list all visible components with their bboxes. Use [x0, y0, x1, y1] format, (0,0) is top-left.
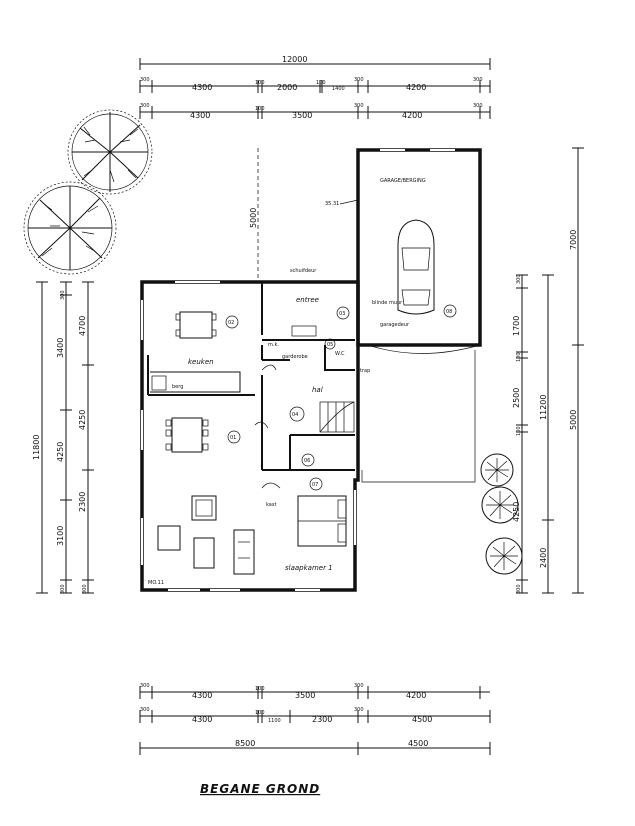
dim-right-r3-0: 11200: [539, 395, 548, 420]
note-schuif: schuifdeur: [290, 268, 317, 274]
dim-right-r2-6: 300: [516, 584, 522, 594]
dim-bottom-r1-0: 300: [140, 683, 150, 689]
tree-symbol-small-3: [485, 537, 523, 575]
dim-left-r2-3: 300: [82, 584, 88, 594]
dim-right-r3-1: 2400: [539, 548, 548, 568]
dim-top-r1-1: 4300: [192, 83, 212, 92]
dim-right-r2-4: 100: [516, 426, 522, 436]
dim-top-r2-5: 4200: [402, 111, 422, 120]
tree-symbol-small-2: [481, 486, 519, 524]
dim-left-r2-0: 4700: [78, 316, 87, 336]
dim-top-r2-3: 3500: [292, 111, 312, 120]
tree-symbol-large-2: [23, 181, 117, 275]
room-number-woonkamer: 01: [230, 435, 236, 441]
garage-door-label: garagedeur: [380, 322, 410, 328]
dim-top-r2-1: 4300: [190, 111, 210, 120]
wc-label: W.C: [335, 351, 345, 357]
dim-bottom-r1-2: 100: [255, 686, 265, 692]
dim-top-r1-4: 100: [316, 80, 326, 86]
dim-right-r1-0: 7000: [569, 230, 578, 250]
dim-left-r1-3: 3100: [56, 526, 65, 546]
woonkamer: 01 MO.11: [148, 417, 255, 586]
dim-left-r2-2: 2300: [78, 492, 87, 512]
dim-left-r1-2: 4250: [56, 442, 65, 462]
garage-berging: GARAGE/BERGING 08 garagedeur: [356, 148, 482, 354]
dim-bottom-r2-6: 4500: [412, 715, 432, 724]
interior-walls: [147, 282, 355, 471]
dim-bottom-r1-3: 3500: [295, 691, 315, 700]
keuken-note: berg: [172, 384, 183, 390]
dim-bottom-r2-3: 1100: [268, 718, 281, 724]
entree-hal: entree 03 garderobe hal 04 W.C 05 m.k. t…: [254, 268, 403, 467]
room-number-wc: 05: [327, 342, 333, 348]
kast-label: kast: [266, 502, 276, 508]
dim-garage-depth: 5000: [249, 208, 258, 228]
room-number-keuken: 02: [228, 320, 234, 326]
dim-bottom-r1-1: 4300: [192, 691, 212, 700]
dim-bottom-r2-0: 300: [140, 707, 150, 713]
dim-bottom-r1-4: 300: [354, 683, 364, 689]
dim-top-r1-3: 2000: [277, 83, 297, 92]
right-dimension-lines: 7000 5000 300 1700 100 2500 100 4250 300…: [512, 147, 584, 594]
dim-top-r1-2: 100: [255, 80, 265, 86]
keuken-label: keuken: [188, 358, 214, 366]
dim-top-r1-7: 4200: [406, 83, 426, 92]
dim-bottom-r2-4: 2300: [312, 715, 332, 724]
dim-left-r1-1: 3400: [56, 338, 65, 358]
note-3531: 35.31: [325, 201, 339, 207]
dim-top-r2-4: 300: [354, 103, 364, 109]
tree-symbol-small-1: [480, 453, 514, 487]
garderobe-label: garderobe: [282, 354, 308, 360]
drawing-title: BEGANE GROND: [200, 782, 320, 796]
note-blind: blinde muur: [372, 300, 403, 306]
garage-label: GARAGE/BERGING: [380, 178, 426, 184]
stair-symbol: [319, 401, 355, 433]
dim-bottom-r3-0: 8500: [235, 739, 255, 748]
dim-left-r1-4: 300: [60, 584, 66, 594]
dim-top-r2-6: 300: [473, 103, 483, 109]
room-number-hal: 04: [292, 412, 298, 418]
room-number-slaapkamer: 07: [312, 482, 318, 488]
dim-bottom-r1-5: 4200: [406, 691, 426, 700]
dim-left-r2-1: 4250: [78, 410, 87, 430]
dim-right-r2-5: 4250: [512, 502, 521, 522]
hal-label: hal: [312, 386, 323, 394]
entree-label: entree: [296, 296, 319, 304]
mk-label: m.k.: [268, 342, 279, 348]
dim-bottom-r3-1: 4500: [408, 739, 428, 748]
room-number-berging: 06: [304, 458, 310, 464]
dim-right-r2-2: 100: [516, 352, 522, 362]
trap-label: trap: [360, 368, 370, 374]
tree-symbol-large-1: [67, 109, 153, 195]
note-mo11: MO.11: [148, 580, 164, 586]
bottom-dimension-lines: 300 4300 100 3500 300 4200 300 4300 100 …: [139, 683, 491, 755]
dim-bottom-r2-5: 300: [354, 707, 364, 713]
top-dimension-lines: 12000 300 4300 100 2000 100 1400 300 420…: [139, 55, 491, 120]
dim-right-r1-1: 5000: [569, 410, 578, 430]
room-number-garage: 08: [446, 309, 452, 315]
dim-top-r1-0: 300: [140, 77, 150, 83]
keuken: keuken 02 berg: [150, 311, 241, 393]
dim-right-r2-0: 300: [516, 274, 522, 284]
dim-bottom-r2-1: 4300: [192, 715, 212, 724]
slaapkamer-1: 07 kast slaapkamer 1: [261, 477, 347, 572]
house-walls: [140, 280, 360, 592]
dim-bottom-r2-2: 100: [255, 710, 265, 716]
dim-right-r2-3: 2500: [512, 388, 521, 408]
dim-right-r2-1: 1700: [512, 316, 521, 336]
left-dimension-lines: 11800 300 3400 4250 3100 300 4700 4250 2…: [32, 281, 94, 594]
dim-top-total: 12000: [282, 55, 307, 64]
dim-top-r2-0: 300: [140, 103, 150, 109]
dim-top-r1-8: 300: [473, 77, 483, 83]
dim-top-r1-6: 300: [354, 77, 364, 83]
slaapkamer-label: slaapkamer 1: [285, 564, 333, 572]
dim-top-r2-2: 100: [255, 106, 265, 112]
dim-left-r1-0: 300: [60, 290, 66, 300]
dim-top-r1-5: 1400: [332, 86, 345, 92]
car-icon: [397, 219, 435, 315]
room-number-entree: 03: [339, 311, 345, 317]
dim-left-total: 11800: [32, 435, 41, 460]
